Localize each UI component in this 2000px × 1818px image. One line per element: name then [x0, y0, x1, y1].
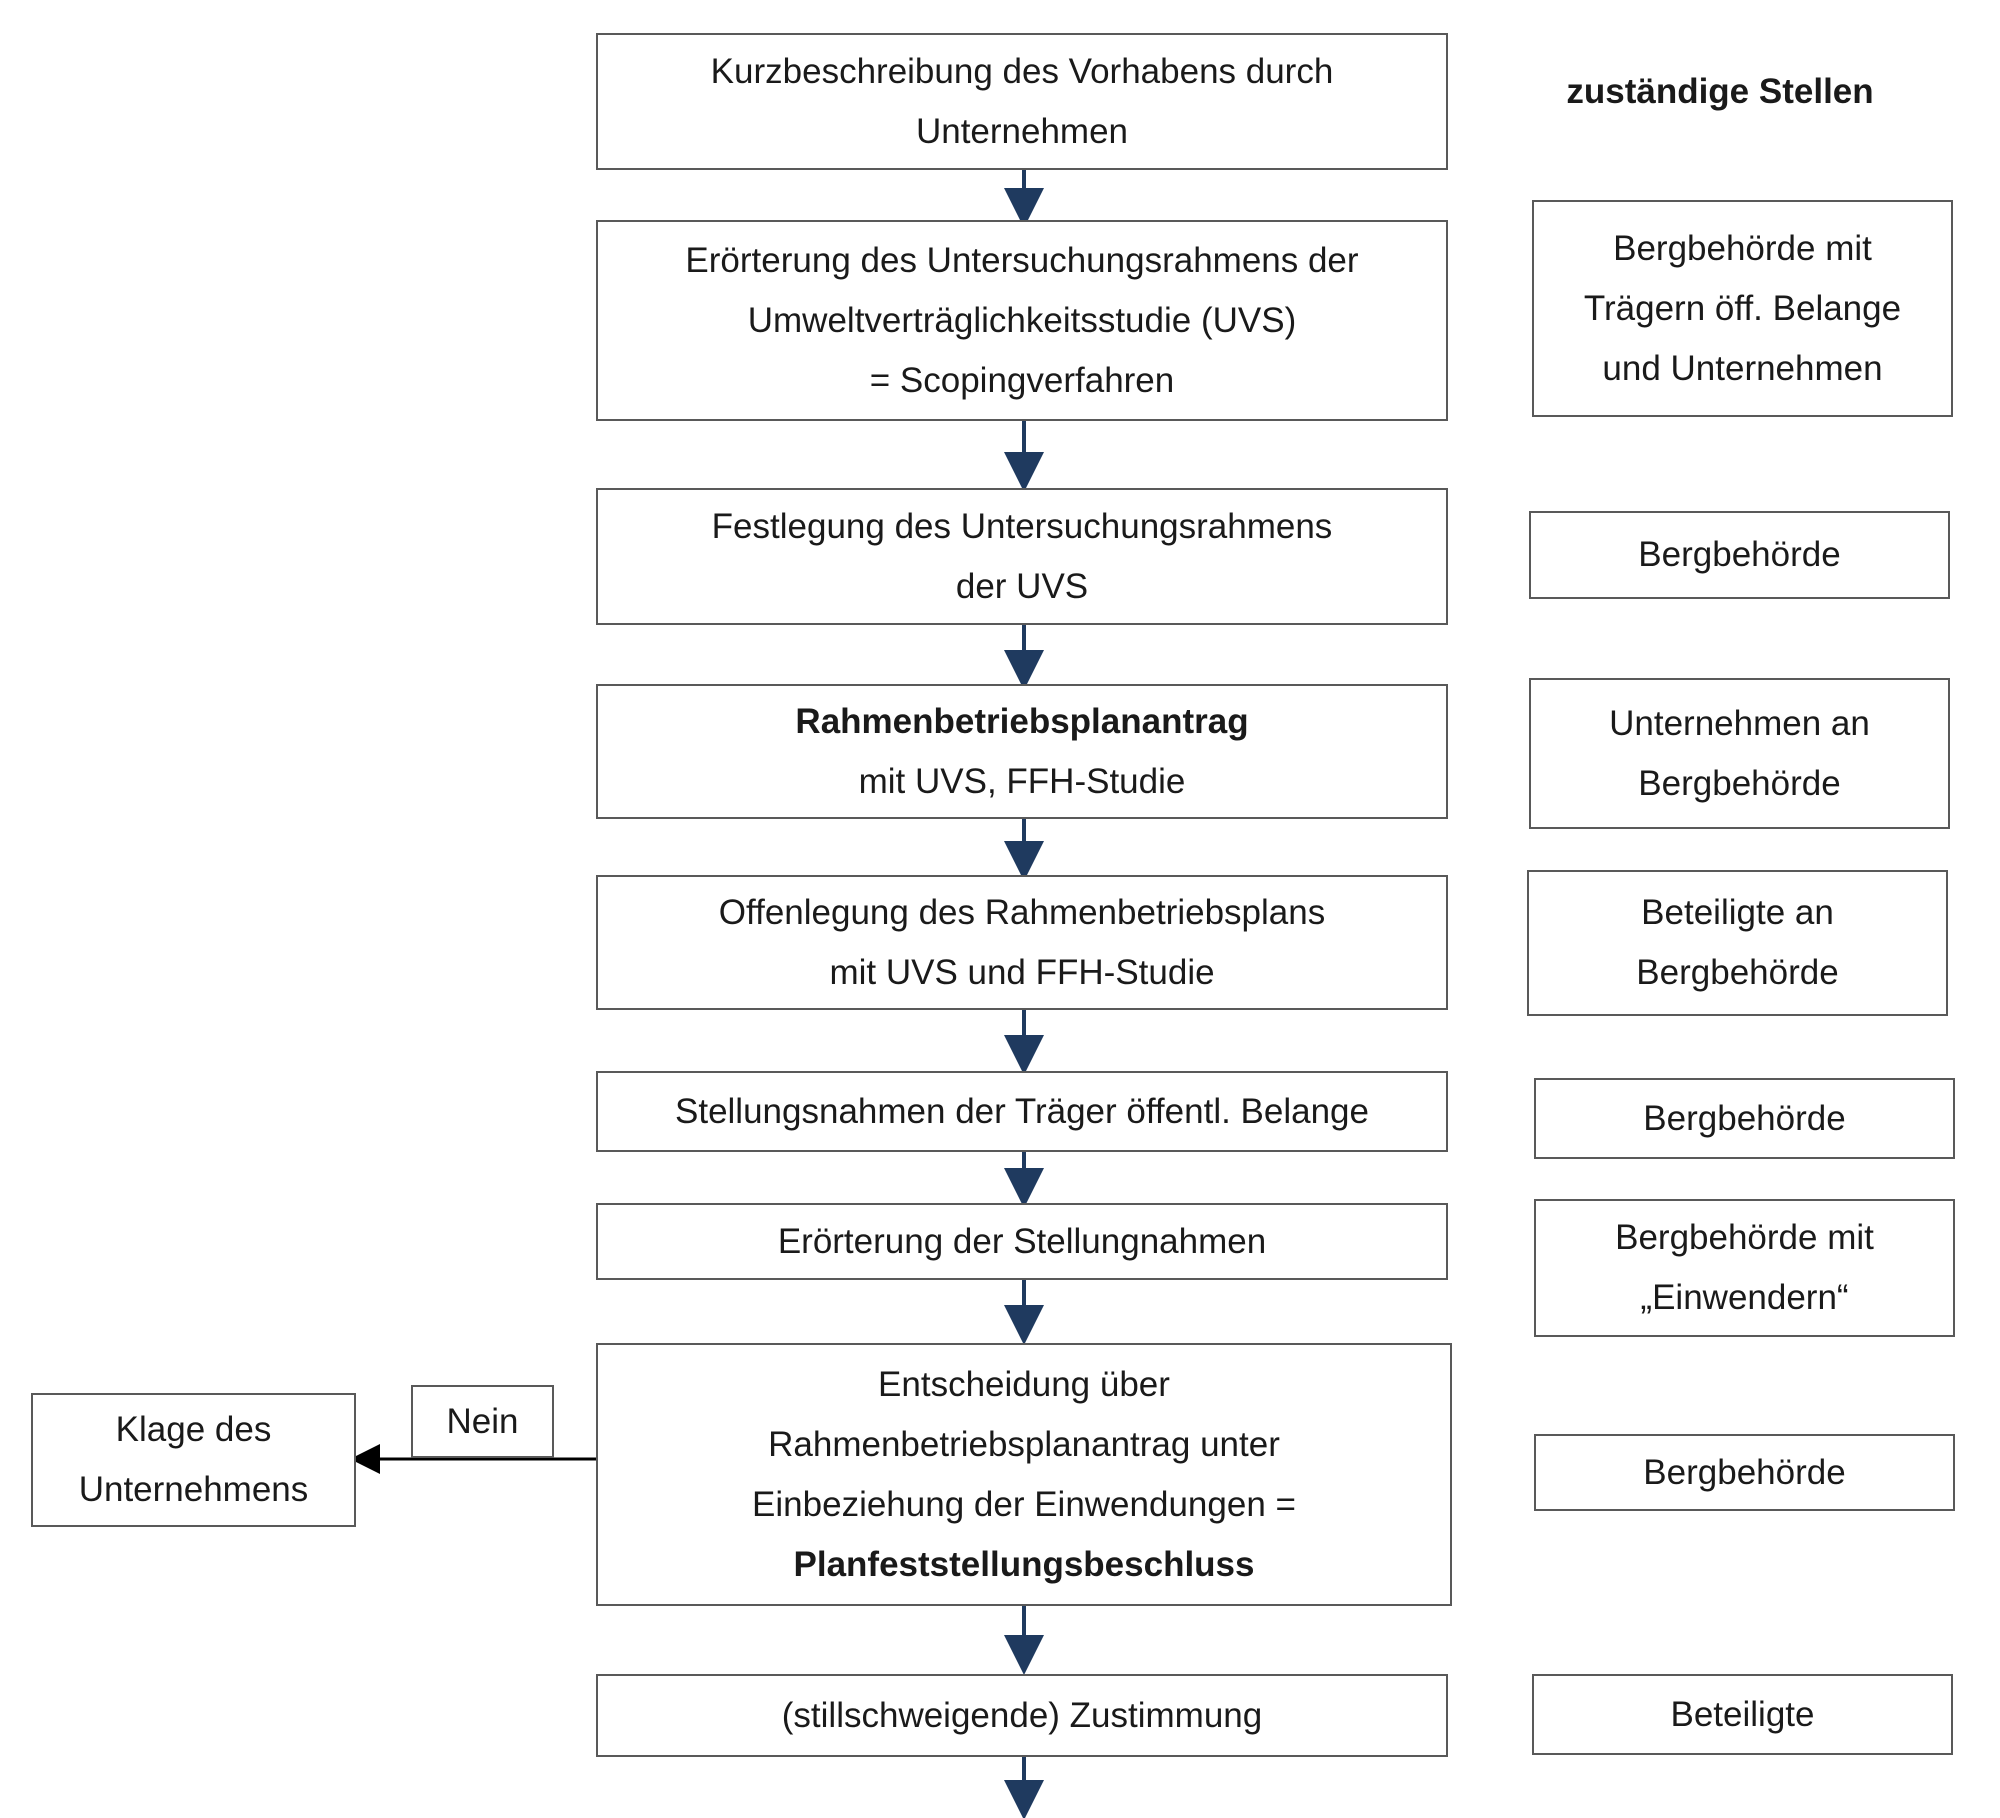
responsible-step4: Unternehmen an Bergbehörde	[1529, 678, 1950, 829]
step-text-line: Offenlegung des Rahmenbetriebsplans	[718, 892, 1326, 932]
branch-label-nein: Nein	[411, 1385, 554, 1458]
responsible-text-line: Bergbehörde	[1636, 953, 1839, 992]
responsible-text-line: Trägern öff. Belange	[1583, 288, 1902, 328]
branch-text-line: Klage des	[115, 1410, 272, 1449]
responsible-parties-heading: zuständige Stellen	[1566, 72, 1874, 111]
responsible-step3: Bergbehörde	[1529, 511, 1950, 599]
step-entscheidung: Entscheidung über Rahmenbetriebsplanantr…	[596, 1343, 1452, 1606]
responsible-text-line: und Unternehmen	[1602, 348, 1883, 388]
step-text-line: = Scopingverfahren	[869, 360, 1175, 400]
step-text-line: mit UVS und FFH-Studie	[829, 952, 1215, 992]
step-text-line-bold: Planfeststellungsbeschluss	[793, 1544, 1255, 1584]
branch-text-line: Unternehmens	[78, 1470, 309, 1509]
responsible-step9: Beteiligte	[1532, 1674, 1953, 1755]
responsible-step7: Bergbehörde mit „Einwendern“	[1534, 1199, 1955, 1337]
step-text-line: Stellungsnahmen der Träger öffentl. Bela…	[675, 1091, 1369, 1131]
responsible-text-line: Bergbehörde	[1643, 1452, 1846, 1492]
responsible-text-line: Bergbehörde mit	[1613, 228, 1872, 268]
responsible-text-line: Bergbehörde	[1638, 763, 1841, 803]
responsible-text-line: „Einwendern“	[1640, 1278, 1849, 1317]
responsible-text-line: Unternehmen an	[1609, 703, 1870, 743]
step-text-line: mit UVS, FFH-Studie	[858, 761, 1186, 801]
step-text-line: Festlegung des Untersuchungsrahmens	[711, 506, 1333, 546]
responsible-step6: Bergbehörde	[1534, 1078, 1955, 1159]
branch-klage: Klage des Unternehmens	[31, 1393, 356, 1527]
step-text-line: Entscheidung über	[878, 1364, 1170, 1404]
step-text-line: der UVS	[955, 566, 1089, 606]
step-festlegung-untersuchungsrahmen: Festlegung des Untersuchungsrahmens der …	[596, 488, 1448, 625]
step-text-line: Erörterung des Untersuchungsrahmens der	[685, 240, 1359, 280]
branch-label-text: Nein	[446, 1401, 519, 1441]
step-text-line: (stillschweigende) Zustimmung	[781, 1695, 1263, 1735]
responsible-step5: Beteiligte an Bergbehörde	[1527, 870, 1948, 1016]
step-text-line-bold: Rahmenbetriebsplanantrag	[795, 701, 1249, 741]
step-text-line: Umweltverträglichkeitsstudie (UVS)	[747, 300, 1297, 340]
step-offenlegung: Offenlegung des Rahmenbetriebsplans mit …	[596, 875, 1448, 1010]
step-eroerterung-stellungnahmen: Erörterung der Stellungnahmen	[596, 1203, 1448, 1280]
step-text-line: Einbeziehung der Einwendungen =	[752, 1484, 1296, 1524]
responsible-text-line: Bergbehörde mit	[1615, 1218, 1874, 1257]
step-kurzbeschreibung: Kurzbeschreibung des Vorhabens durch Unt…	[596, 33, 1448, 170]
step-eroerterung-untersuchungsrahmen: Erörterung des Untersuchungsrahmens der …	[596, 220, 1448, 421]
responsible-text-line: Bergbehörde	[1638, 535, 1841, 574]
step-text-line: Rahmenbetriebsplanantrag unter	[768, 1424, 1280, 1464]
step-rahmenbetriebsplanantrag: Rahmenbetriebsplanantrag mit UVS, FFH-St…	[596, 684, 1448, 819]
step-text-line: Unternehmen	[915, 111, 1129, 151]
step-zustimmung: (stillschweigende) Zustimmung	[596, 1674, 1448, 1757]
step-text-line: Kurzbeschreibung des Vorhabens durch	[710, 51, 1334, 91]
responsible-step2: Bergbehörde mit Trägern öff. Belange und…	[1532, 200, 1953, 417]
step-stellungsnahmen: Stellungsnahmen der Träger öffentl. Bela…	[596, 1071, 1448, 1152]
step-text-line: Erörterung der Stellungnahmen	[777, 1221, 1267, 1261]
responsible-text-line: Beteiligte an	[1641, 893, 1834, 932]
responsible-step8: Bergbehörde	[1534, 1434, 1955, 1511]
responsible-text-line: Beteiligte	[1670, 1694, 1815, 1734]
responsible-text-line: Bergbehörde	[1643, 1098, 1846, 1138]
